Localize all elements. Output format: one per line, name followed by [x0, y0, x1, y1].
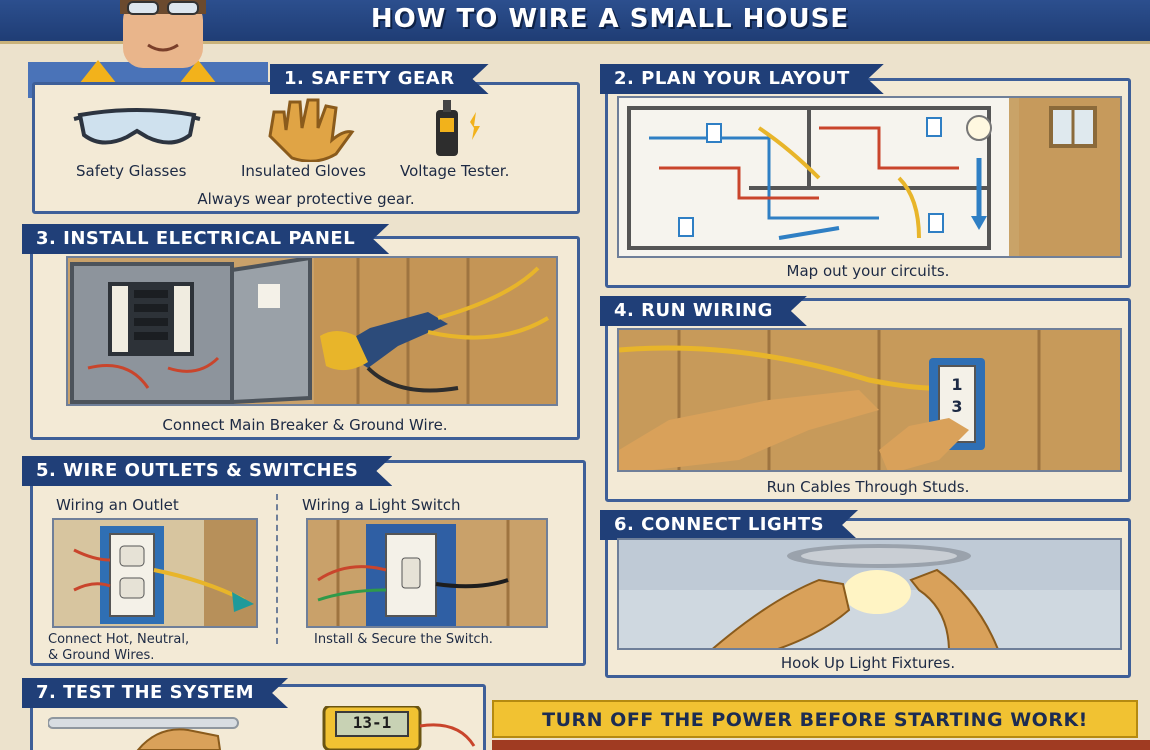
label-safety-glasses: Safety Glasses	[76, 162, 187, 180]
page-title: HOW TO WIRE A SMALL HOUSE	[370, 4, 850, 34]
lights-scene	[617, 538, 1122, 650]
heading-outlets-switches: 5. WIRE OUTLETS & SWITCHES	[22, 456, 392, 486]
heading-connect-lights: 6. CONNECT LIGHTS	[600, 510, 858, 540]
voltage-tester-icon	[436, 100, 480, 156]
run-wiring-scene: 1 3	[617, 328, 1122, 472]
insulated-glove-icon	[268, 98, 355, 162]
panel-divider	[276, 494, 278, 644]
label-voltage-tester: Voltage Tester.	[400, 162, 510, 180]
safety-glasses-icon	[73, 108, 201, 145]
studs-and-hands-drawing	[619, 330, 1041, 470]
switch-digit-label: 1 3	[951, 375, 963, 416]
outlet-scene	[52, 518, 258, 628]
label-insulated-gloves: Insulated Gloves	[241, 162, 366, 180]
light-fixture-drawing	[619, 540, 1120, 648]
heading-safety-gear: 1. SAFETY GEAR	[270, 64, 489, 94]
heading-run-wiring: 4. RUN WIRING	[600, 296, 807, 326]
outlet-drawing	[73, 520, 256, 626]
caption-install-panel: Connect Main Breaker & Ground Wire.	[162, 416, 448, 434]
breaker-box-drawing	[70, 258, 556, 404]
bottom-strip	[492, 740, 1150, 750]
plan-scene	[617, 96, 1122, 258]
caption-switch: Install & Secure the Switch.	[314, 632, 493, 647]
switch-scene	[306, 518, 548, 628]
warning-banner: TURN OFF THE POWER BEFORE STARTING WORK!	[492, 700, 1138, 738]
electrical-panel-scene	[66, 256, 558, 406]
heading-plan-layout: 2. PLAN YOUR LAYOUT	[600, 64, 884, 94]
caption-plan-layout: Map out your circuits.	[786, 262, 950, 280]
heading-test-system: 7. TEST THE SYSTEM	[22, 678, 288, 708]
multimeter-scene	[48, 706, 476, 750]
multimeter-reading: 13-1	[352, 713, 392, 732]
caption-outlet-line-1: Connect Hot, Neutral,	[48, 632, 190, 647]
label-wiring-outlet: Wiring an Outlet	[56, 496, 179, 514]
caption-connect-lights: Hook Up Light Fixtures.	[780, 654, 956, 672]
circuit-map-drawing	[619, 98, 1120, 256]
caption-outlet-line-2: & Ground Wires.	[48, 648, 155, 663]
label-wiring-switch: Wiring a Light Switch	[302, 496, 461, 514]
caption-run-wiring: Run Cables Through Studs.	[766, 478, 970, 496]
light-switch-drawing	[317, 520, 510, 626]
caption-safety-gear: Always wear protective gear.	[197, 190, 415, 208]
heading-install-panel: 3. INSTALL ELECTRICAL PANEL	[22, 224, 389, 254]
